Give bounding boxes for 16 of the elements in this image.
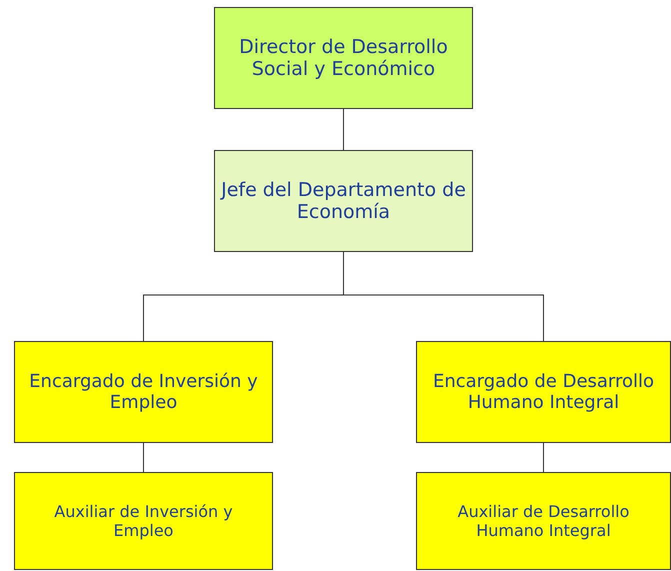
- org-box: [14, 472, 273, 570]
- role-title: Encargado de Inversión y Empleo: [28, 371, 259, 413]
- org-box: [416, 341, 671, 443]
- org-box: [14, 341, 273, 443]
- role-title: Auxiliar de Inversión y Empleo: [53, 502, 234, 540]
- role-title: Auxiliar de Desarrollo Humano Integral: [456, 502, 630, 540]
- org-box: [416, 472, 671, 570]
- org-box: [214, 150, 473, 252]
- role-title: Jefe del Departamento de Economía: [219, 179, 467, 223]
- connector-line: [343, 108, 344, 150]
- role-title: Director de Desarrollo Social y Económico: [238, 36, 449, 80]
- connector-line: [143, 442, 144, 472]
- role-title: Encargado de Desarrollo Humano Integral: [432, 371, 656, 413]
- connector-line: [543, 442, 544, 472]
- org-box: [214, 7, 473, 109]
- connector-line: [343, 252, 544, 342]
